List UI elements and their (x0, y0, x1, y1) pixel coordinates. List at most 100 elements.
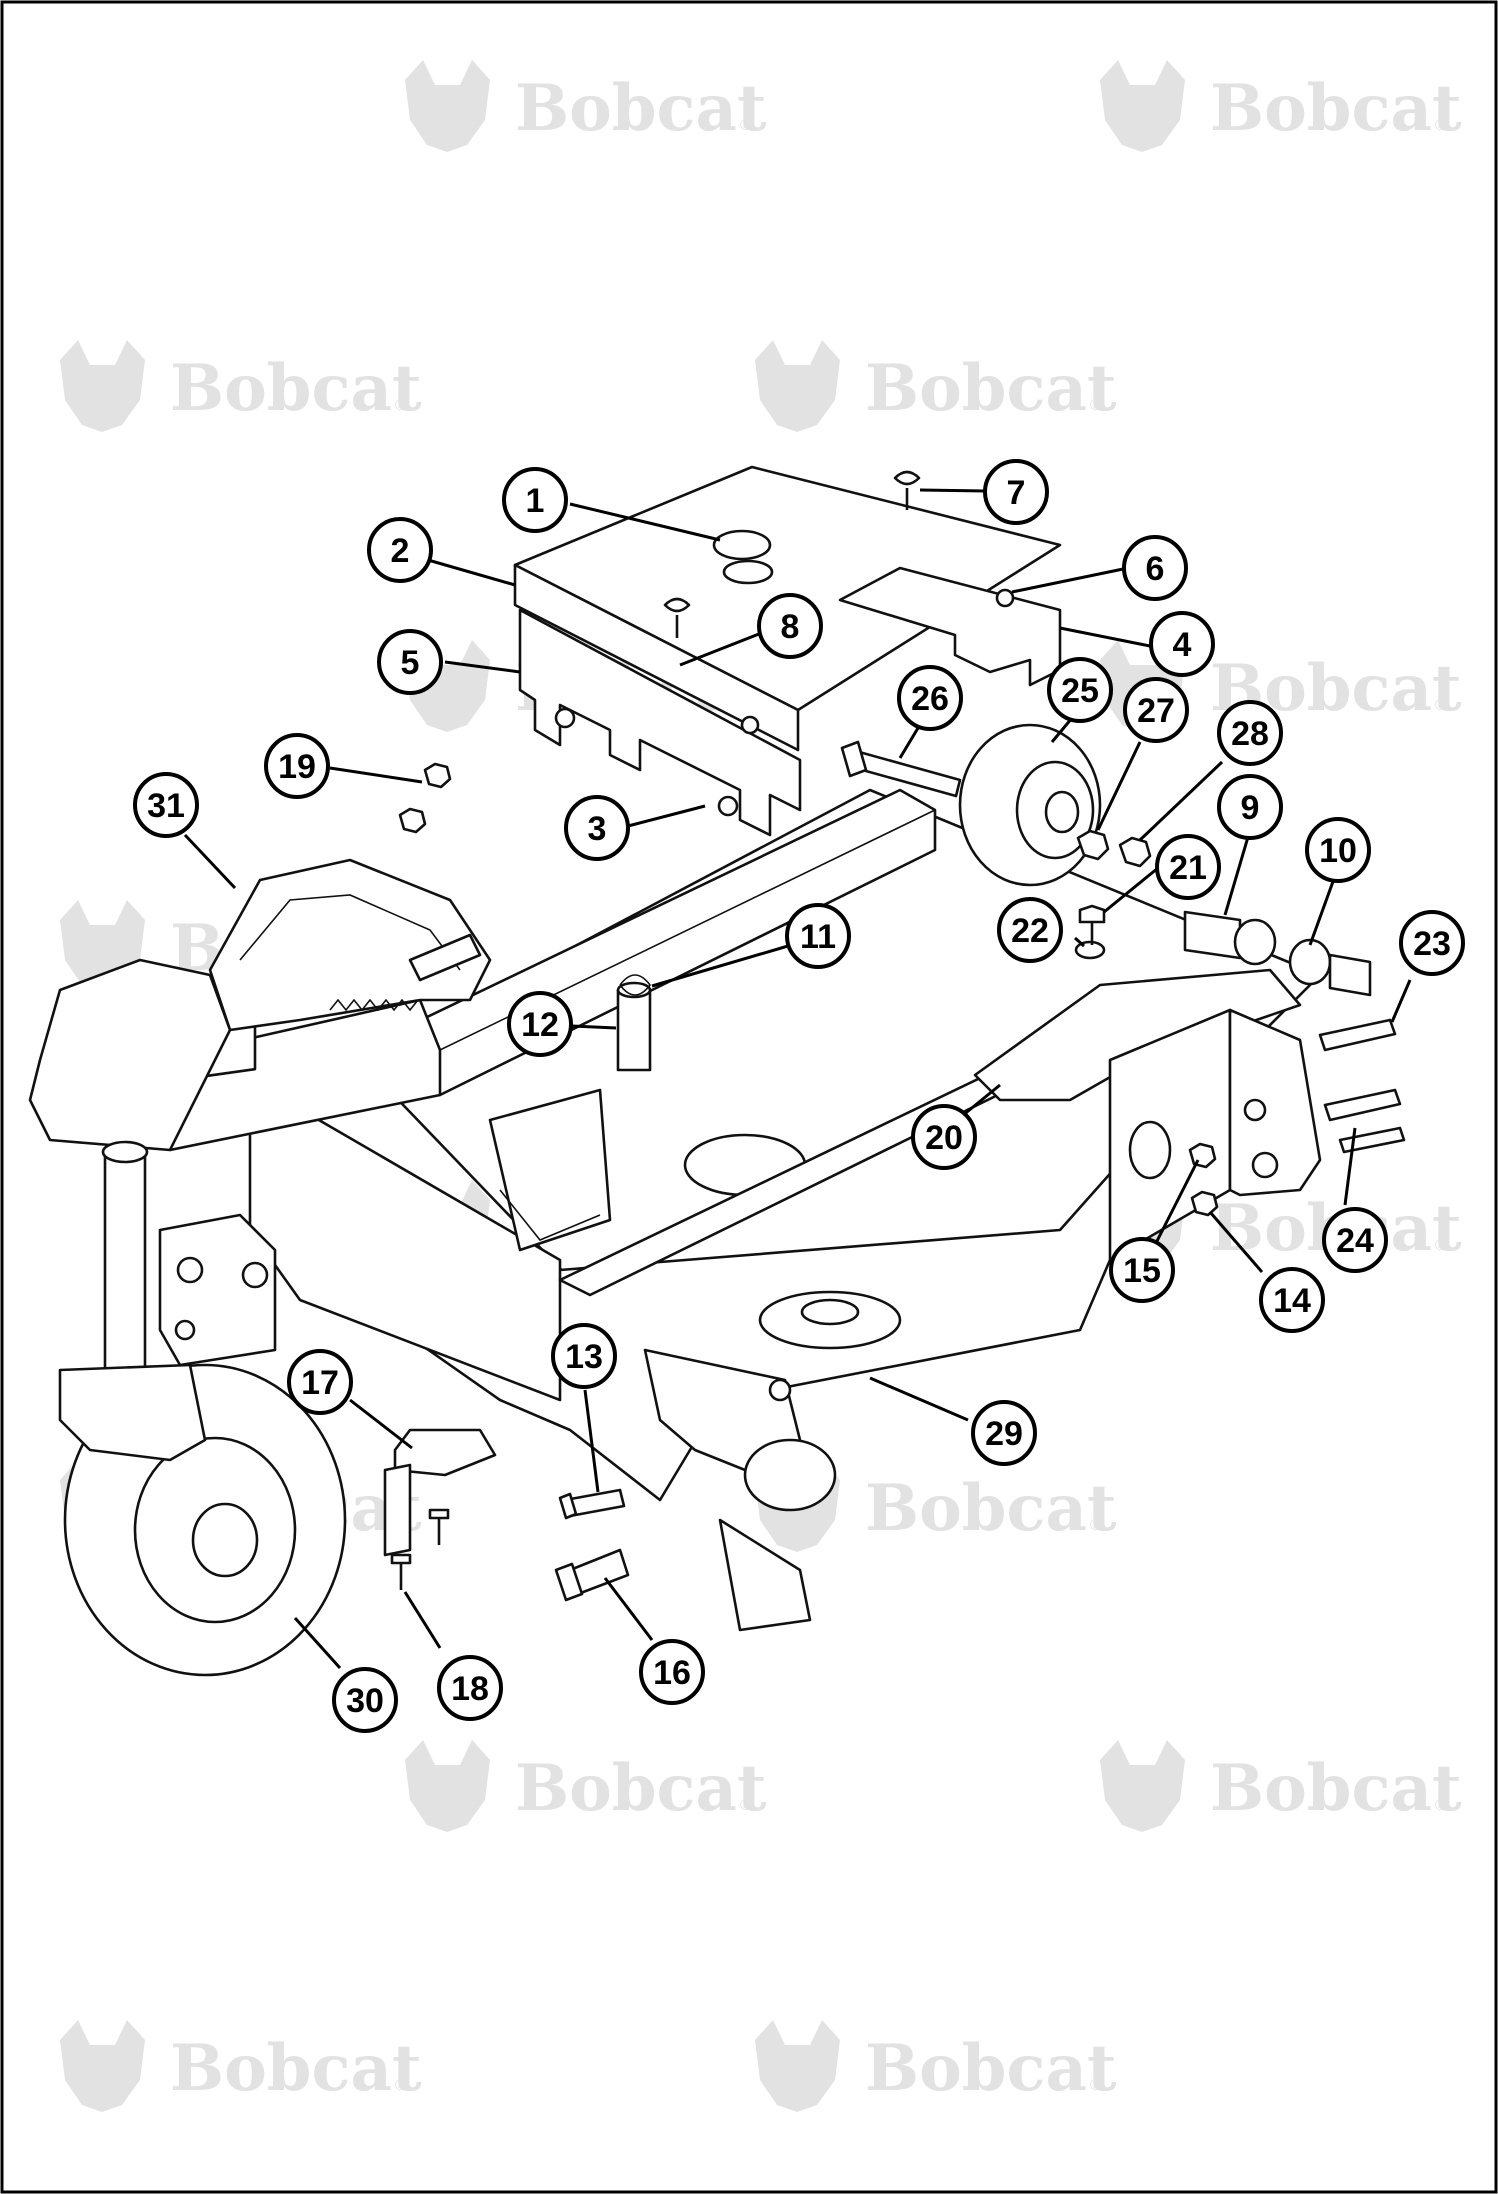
watermark-registered-mark: ® (740, 1797, 752, 1814)
bolt-21 (1078, 904, 1106, 945)
support-bolt-a (768, 1378, 792, 1402)
leader-21 (1103, 866, 1159, 914)
svg-text:3: 3 (588, 810, 607, 848)
callout-4: 4 (1149, 611, 1215, 677)
watermark-registered-mark: ® (1435, 1797, 1447, 1814)
support-foot (718, 1518, 812, 1632)
gauge-wheel-hub (1044, 790, 1080, 834)
callout-20: 20 (911, 1104, 977, 1170)
watermark-registered-mark: ® (395, 2077, 407, 2094)
bobcat-watermark: Bobcat® (60, 340, 422, 432)
top-cover-plate-edge (513, 563, 800, 752)
leader-3 (627, 804, 706, 828)
leader-1 (569, 502, 721, 542)
tension-spring (329, 998, 419, 1012)
callout-13: 13 (551, 1323, 617, 1389)
bracket-bolt-b (717, 795, 739, 817)
callout-27: 27 (1123, 677, 1189, 743)
bobcat-logo-icon (60, 2020, 145, 2112)
watermark-registered-mark: ® (1435, 1237, 1447, 1254)
svg-text:8: 8 (781, 608, 800, 646)
svg-text:7: 7 (1007, 474, 1026, 512)
svg-text:28: 28 (1231, 715, 1269, 753)
belt-cover-inner (239, 894, 461, 971)
leader-lines (183, 488, 1412, 1670)
svg-text:1: 1 (526, 482, 545, 520)
watermark-text: Bobcat (170, 351, 422, 426)
deck-front-wall (298, 1138, 1142, 1502)
svg-text:11: 11 (800, 918, 836, 956)
bobcat-logo-icon (755, 340, 840, 432)
watermark-text: Bobcat (1210, 71, 1462, 146)
leader-2 (427, 558, 516, 587)
belt-cover (208, 858, 492, 1032)
watermark-registered-mark: ® (1090, 1517, 1102, 1534)
leader-7 (919, 488, 986, 493)
callout-9: 9 (1217, 774, 1283, 840)
leader-22 (1074, 936, 1085, 948)
bobcat-watermark: Bobcat® (405, 60, 767, 152)
nut-19-a (423, 762, 452, 789)
bolt-24-b (1338, 1126, 1406, 1154)
bobcat-logo-icon (405, 1740, 490, 1832)
left-front-support-inner (499, 1189, 601, 1241)
leader-27 (1096, 741, 1142, 831)
bracket-bolt-c (740, 715, 760, 735)
leader-12 (571, 1024, 617, 1030)
bobcat-watermark: Bobcat® (755, 2020, 1117, 2112)
leader-29 (869, 1376, 969, 1422)
bolt-24-a (1323, 1088, 1402, 1122)
watermark-registered-mark: ® (1435, 117, 1447, 134)
svg-text:23: 23 (1413, 925, 1451, 963)
caster-post-top (101, 1140, 149, 1164)
watermark-registered-mark: ® (740, 117, 752, 134)
leader-25 (1050, 717, 1074, 743)
caster-bolt-b (241, 1261, 269, 1289)
svg-text:16: 16 (653, 1654, 691, 1692)
callout-22: 22 (997, 897, 1063, 963)
callout-6: 6 (1122, 535, 1188, 601)
side-wall-opening (1128, 1120, 1172, 1180)
callout-24: 24 (1322, 1207, 1388, 1273)
bobcat-logo-icon (405, 60, 490, 152)
callout-17: 17 (287, 1349, 353, 1415)
leader-16 (603, 1577, 654, 1641)
svg-text:22: 22 (1011, 912, 1049, 950)
svg-text:18: 18 (451, 1670, 489, 1708)
watermark-text: Bobcat (170, 2031, 422, 2106)
watermark-registered-mark: ® (1090, 2077, 1102, 2094)
drive-shaft (408, 933, 482, 982)
leader-5 (444, 660, 521, 674)
bracket-17-leg (383, 1463, 412, 1557)
bobcat-watermark: Bobcat® (405, 1740, 767, 1832)
svg-text:25: 25 (1061, 672, 1099, 710)
callout-3: 3 (564, 795, 630, 861)
bobcat-logo-icon (1100, 1740, 1185, 1832)
bobcat-logo-icon (755, 2020, 840, 2112)
svg-text:29: 29 (985, 1415, 1023, 1453)
svg-text:31: 31 (147, 787, 185, 825)
svg-text:4: 4 (1173, 626, 1192, 664)
watermark-text: Bobcat (1210, 1751, 1462, 1826)
leader-23 (1390, 979, 1412, 1023)
cover-plug-1 (712, 529, 772, 561)
bushing-9-end (1233, 918, 1277, 966)
caster-fork (58, 1363, 207, 1462)
long-bolt-26-head (840, 740, 868, 778)
callout-12: 12 (507, 991, 573, 1057)
leader-19 (329, 766, 423, 784)
belt-housing-left (28, 958, 232, 1152)
mower-frame-illustration (28, 465, 1406, 1677)
leader-17 (349, 1398, 413, 1450)
spacer-tube-12 (616, 988, 652, 1072)
right-end-plate (1228, 1008, 1322, 1197)
bolt-13-head (558, 1492, 578, 1520)
callout-10: 10 (1305, 817, 1371, 883)
callout-21: 21 (1155, 834, 1221, 900)
callout-18: 18 (437, 1655, 503, 1721)
svg-text:13: 13 (565, 1338, 603, 1376)
leader-30 (293, 1616, 342, 1670)
callout-1: 1 (502, 467, 568, 533)
wing-bolt-8 (663, 597, 691, 638)
